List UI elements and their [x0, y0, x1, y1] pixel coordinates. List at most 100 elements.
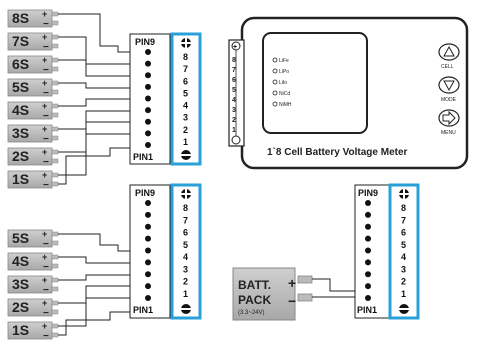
- mode-button[interactable]: MODE: [438, 76, 460, 103]
- mode-label: NiMH: [279, 102, 292, 108]
- pin1-label: PIN1: [133, 305, 153, 315]
- pin-dot: [145, 223, 151, 230]
- cell-label: 5S: [12, 230, 29, 246]
- battery-line1: BATT.: [238, 278, 271, 292]
- cell-button[interactable]: CELL: [438, 43, 460, 70]
- pin-dot: [145, 200, 151, 206]
- pin-dot: [145, 271, 151, 278]
- pin-dot: [145, 283, 151, 290]
- cell-stack: 5S+−4S+−3S+−2S+−1S+−: [7, 229, 59, 342]
- connector-number: 5: [232, 87, 236, 94]
- svg-text:+: +: [233, 44, 237, 51]
- pin-number: 5: [401, 240, 406, 250]
- svg-text:−: −: [43, 157, 49, 168]
- pin-dot: [145, 235, 151, 242]
- pin-dot: [145, 60, 151, 67]
- svg-text:−: −: [43, 134, 49, 145]
- svg-text:−: −: [43, 65, 49, 76]
- pin9-label: PIN9: [135, 37, 155, 47]
- battery-pack: BATT. PACK (3.3~24V) + −: [232, 267, 313, 321]
- pin-dot: [365, 259, 371, 266]
- arrow-right-icon: [442, 110, 456, 126]
- diagram-battery-pack: BATT. PACK (3.3~24V) + − PIN9 PIN1 876: [232, 183, 420, 321]
- meter-connector: [228, 39, 245, 147]
- pin-number: 8: [401, 203, 406, 213]
- diagram-8-cells: 8S+−7S+−6S+−5S+−4S+−3S+−2S+−1S+− PIN9 PI…: [7, 9, 202, 191]
- svg-text:−: −: [43, 285, 49, 296]
- pin-number: 1: [401, 289, 406, 299]
- battery-minus-sign: −: [288, 293, 296, 309]
- cell-label: 2S: [12, 148, 29, 164]
- pin-number: 8: [183, 52, 188, 62]
- pin-dot: [145, 49, 151, 55]
- svg-text:+: +: [42, 298, 47, 308]
- pin-number: 1: [183, 289, 188, 299]
- cell-4s: 4S+−: [7, 101, 59, 122]
- mode-indicator-icon: [272, 90, 278, 96]
- connector-number: 7: [232, 67, 236, 74]
- balance-wires: [58, 233, 148, 336]
- pin-dot: [365, 211, 371, 218]
- plus-terminal-icon: [181, 38, 191, 48]
- pin1-label: PIN1: [357, 305, 377, 315]
- pin-dots: [145, 49, 151, 148]
- minus-terminal-icon: [399, 304, 409, 314]
- svg-text:CELL: CELL: [441, 64, 454, 70]
- pin-dots: [145, 200, 151, 301]
- battery-line2: PACK: [238, 293, 271, 307]
- cell-label: 2S: [12, 299, 29, 315]
- connector-block: PIN9 PIN1: [354, 184, 390, 319]
- pin-dot: [365, 283, 371, 290]
- pin-dot: [145, 247, 151, 254]
- connector-number: 6: [232, 77, 236, 84]
- connector-number: 3: [232, 107, 236, 114]
- pin-number: 3: [401, 264, 406, 274]
- mode-indicator-icon: [272, 79, 278, 85]
- cell-2s: 2S+−: [7, 298, 59, 319]
- pin9-label: PIN9: [358, 188, 378, 198]
- cell-6s: 6S+−: [7, 55, 59, 76]
- connector-block: PIN9 PIN1: [129, 33, 171, 165]
- pin-number: 6: [183, 228, 188, 238]
- pin-number: 7: [183, 64, 188, 74]
- cell-label: 1S: [12, 171, 29, 187]
- connector-number: 1: [232, 127, 236, 134]
- cell-2s: 2S+−: [7, 147, 59, 168]
- connector-number: 4: [232, 97, 236, 104]
- connector-plus-icon: [231, 41, 241, 51]
- triangle-up-icon: [443, 45, 455, 57]
- svg-text:+: +: [42, 321, 47, 331]
- pin-dot: [365, 235, 371, 242]
- svg-text:−: −: [43, 88, 49, 99]
- minus-terminal-icon: [181, 150, 191, 160]
- pin-number: 7: [401, 215, 406, 225]
- pin-dot: [365, 247, 371, 254]
- svg-text:+: +: [42, 229, 47, 239]
- cell-label: 1S: [12, 322, 29, 338]
- svg-text:+: +: [42, 252, 47, 262]
- pin-dots: [365, 200, 371, 301]
- pin9-label: PIN9: [135, 188, 155, 198]
- menu-button[interactable]: MENU: [438, 109, 460, 136]
- battery-range: (3.3~24V): [238, 310, 265, 316]
- pin-number: 2: [183, 125, 188, 135]
- mode-label: LiFe: [279, 58, 289, 64]
- pin-number: 3: [183, 264, 188, 274]
- cell-3s: 3S+−: [7, 275, 59, 296]
- pin-dot: [145, 83, 151, 90]
- pin-number: 2: [183, 277, 188, 287]
- pin-number: 5: [183, 88, 188, 98]
- plus-terminal-icon: [181, 189, 191, 199]
- svg-text:−: −: [43, 19, 49, 30]
- pin-dot: [145, 259, 151, 266]
- connector-number: 8: [232, 57, 236, 64]
- pin-dot: [145, 295, 151, 301]
